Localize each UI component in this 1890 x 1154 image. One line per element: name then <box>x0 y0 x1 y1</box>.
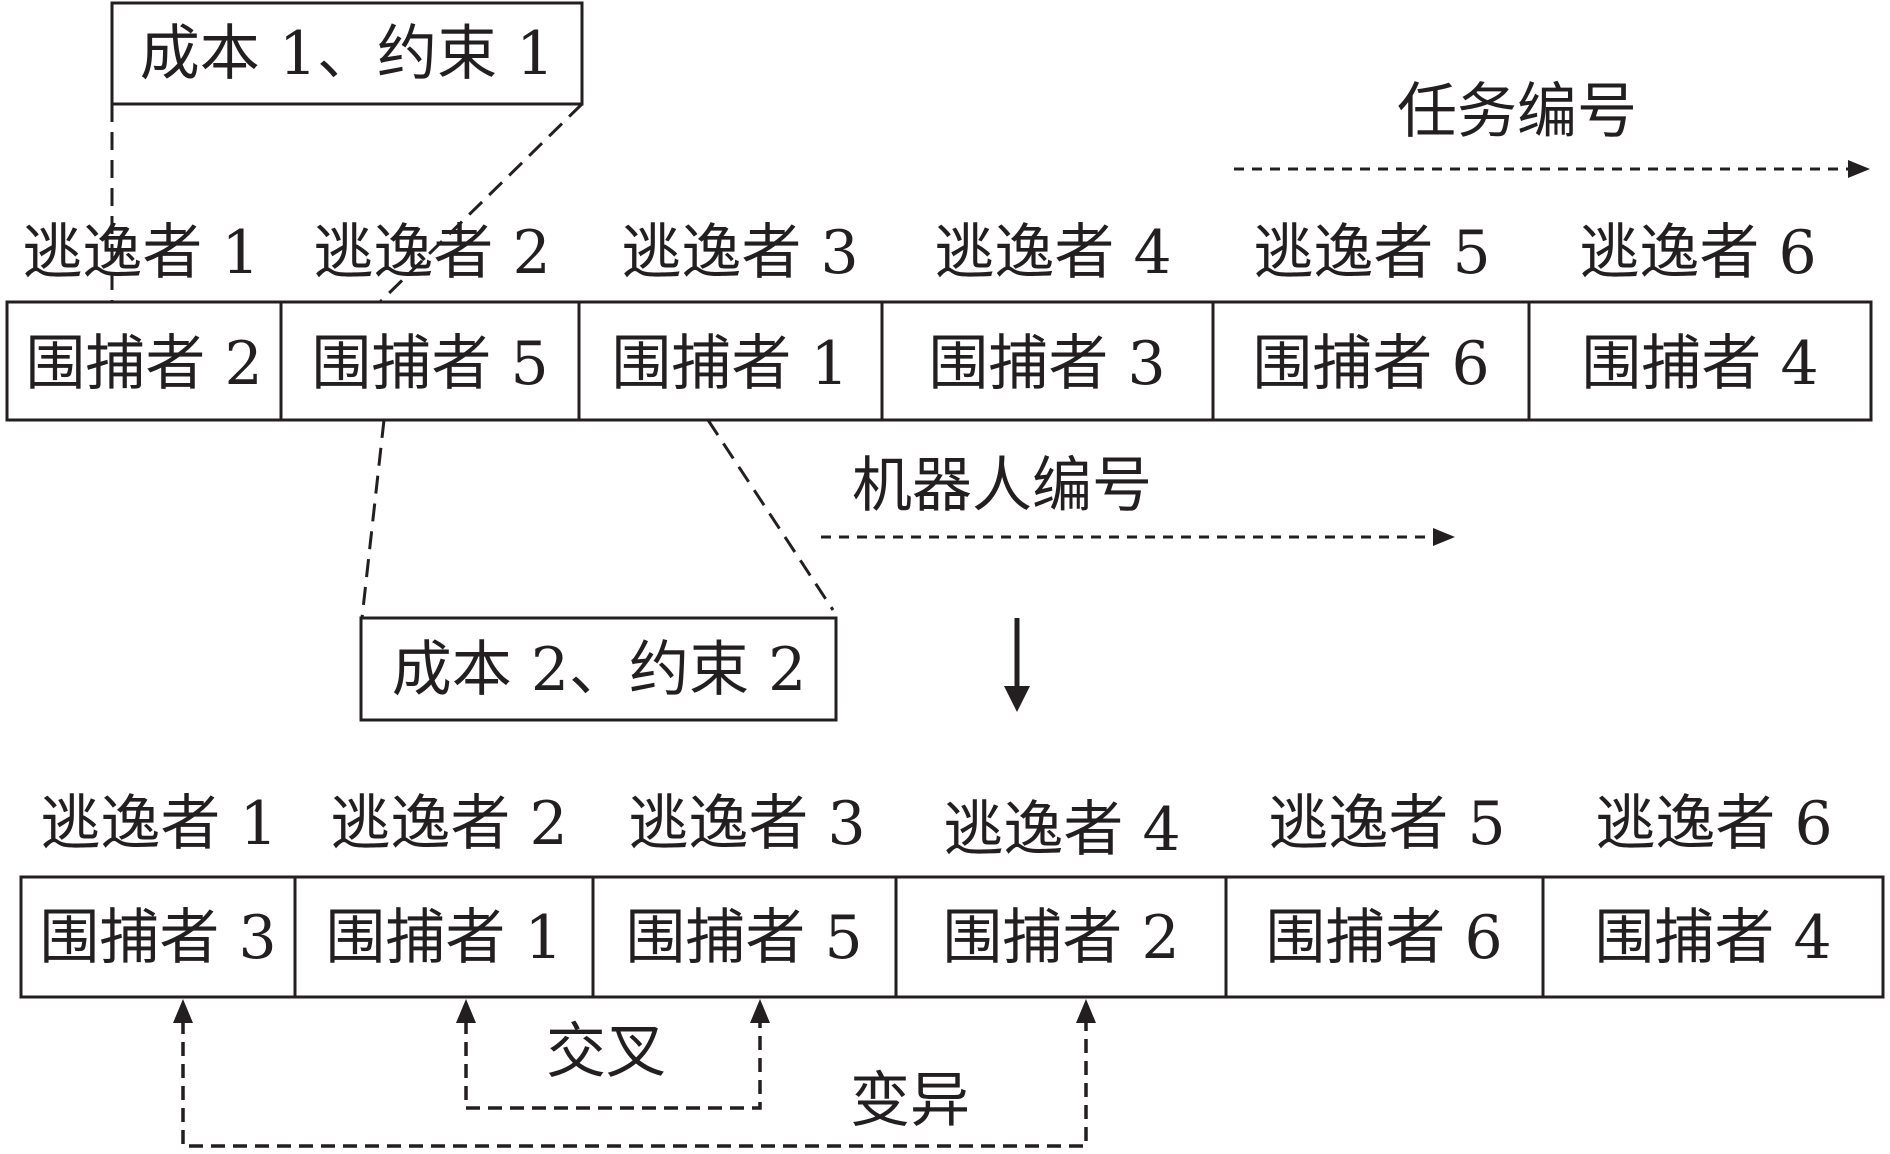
task-axis: 任务编号 <box>1234 77 1870 178</box>
leader-line-bottom-left <box>360 419 386 619</box>
evader-label: 逃逸者 6 <box>1579 218 1816 288</box>
annotation-bottom-label: 成本 2、约束 2 <box>392 635 807 705</box>
annotation-bottom: 成本 2、约束 2 <box>359 616 838 722</box>
pursuer-gene: 围捕者 1 <box>325 903 562 973</box>
pursuer-gene: 围捕者 2 <box>942 903 1179 973</box>
evader-label: 逃逸者 2 <box>313 218 550 288</box>
evader-label: 逃逸者 6 <box>1595 789 1832 859</box>
robot-axis-arrowhead-icon <box>1433 528 1455 546</box>
evader-label: 逃逸者 3 <box>628 789 865 859</box>
pursuer-gene: 围捕者 2 <box>25 329 262 399</box>
evader-label: 逃逸者 4 <box>943 795 1180 865</box>
evader-label: 逃逸者 3 <box>621 218 858 288</box>
pursuer-gene: 围捕者 6 <box>1265 903 1502 973</box>
evader-label: 逃逸者 1 <box>22 218 259 288</box>
task-axis-label: 任务编号 <box>1397 77 1637 147</box>
annotation-top: 成本 1、约束 1 <box>110 1 584 106</box>
pursuer-gene: 围捕者 1 <box>611 329 848 399</box>
evader-labels-before: 逃逸者 1 逃逸者 2 逃逸者 3 逃逸者 4 逃逸者 5 逃逸者 6 <box>22 218 1816 288</box>
evader-label: 逃逸者 2 <box>330 789 567 859</box>
pursuer-gene: 围捕者 3 <box>928 329 1165 399</box>
leader-line-top-right <box>378 102 584 304</box>
chromosome-before: 围捕者 2 围捕者 5 围捕者 1 围捕者 3 围捕者 6 围捕者 4 <box>5 300 1873 422</box>
down-arrow-icon <box>1004 686 1030 712</box>
mutation-connector <box>181 1020 1088 1148</box>
chromosome-after: 围捕者 3 围捕者 1 围捕者 5 围捕者 2 围捕者 6 围捕者 4 <box>19 875 1885 999</box>
up-arrow-icon <box>1076 999 1096 1023</box>
crossover-operation: 交叉 <box>456 999 770 1110</box>
evader-label: 逃逸者 5 <box>1253 218 1490 288</box>
pursuer-gene: 围捕者 3 <box>39 903 276 973</box>
annotation-bottom-box <box>359 616 838 722</box>
transition-arrow <box>1004 618 1030 712</box>
chromosome-before-frame <box>5 300 1873 422</box>
pursuer-gene: 围捕者 5 <box>625 903 862 973</box>
up-arrow-icon <box>750 999 770 1023</box>
evader-labels-after: 逃逸者 1 逃逸者 2 逃逸者 3 逃逸者 4 逃逸者 5 逃逸者 6 <box>40 789 1832 865</box>
crossover-label: 交叉 <box>546 1017 666 1087</box>
evader-label: 逃逸者 4 <box>934 218 1171 288</box>
mutation-label: 变异 <box>850 1066 970 1136</box>
task-axis-arrowhead-icon <box>1848 160 1870 178</box>
pursuer-gene: 围捕者 5 <box>311 329 548 399</box>
annotation-top-box <box>110 1 584 106</box>
crossover-connector <box>464 1020 762 1110</box>
chromosome-after-frame <box>19 875 1885 999</box>
robot-axis-label: 机器人编号 <box>852 451 1152 521</box>
pursuer-gene: 围捕者 4 <box>1594 903 1831 973</box>
robot-axis: 机器人编号 <box>821 451 1455 546</box>
mutation-operation: 变异 <box>173 999 1096 1148</box>
up-arrow-icon <box>456 999 476 1023</box>
evader-label: 逃逸者 5 <box>1268 789 1505 859</box>
annotation-top-label: 成本 1、约束 1 <box>140 19 555 89</box>
pursuer-gene: 围捕者 6 <box>1252 329 1489 399</box>
leader-line-bottom-right <box>706 419 835 611</box>
pursuer-gene: 围捕者 4 <box>1581 329 1818 399</box>
up-arrow-icon <box>173 999 193 1023</box>
evader-label: 逃逸者 1 <box>40 789 277 859</box>
